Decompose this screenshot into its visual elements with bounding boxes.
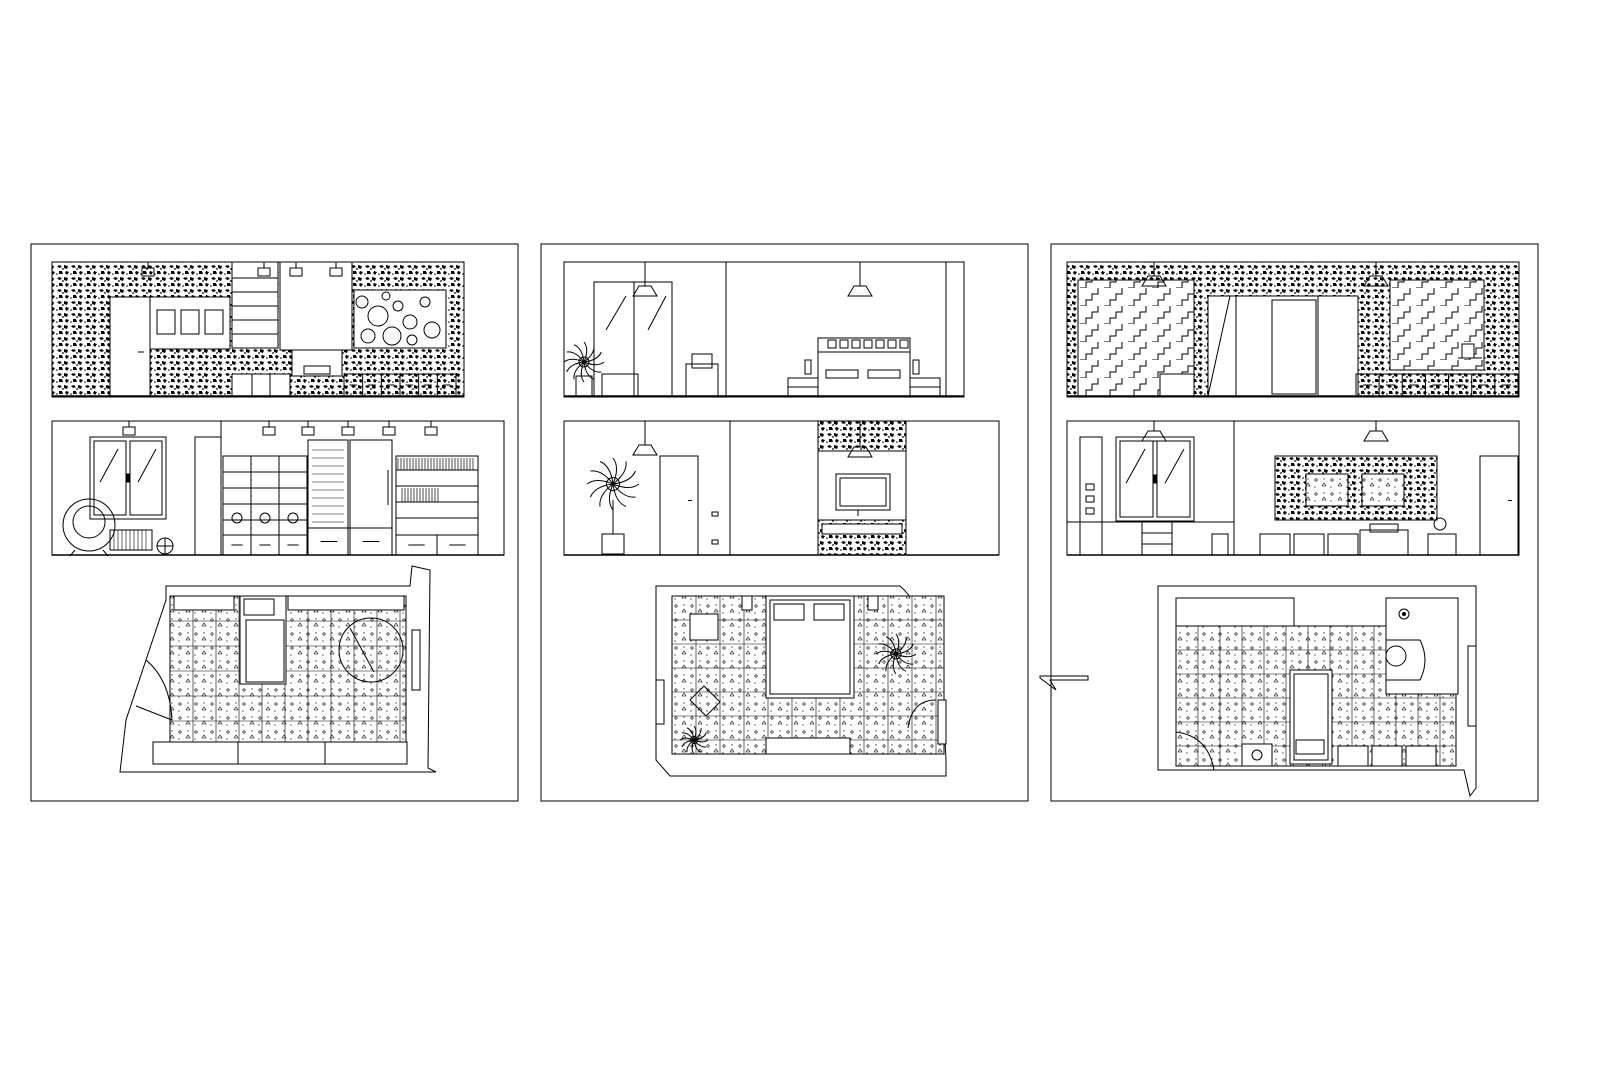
pendant-lamp-icon	[632, 421, 658, 456]
sheet-children-room	[51, 261, 505, 773]
bubble-decor-icon	[419, 296, 431, 308]
sheet-frame-children-room	[30, 243, 519, 802]
spotlight-icon	[262, 421, 276, 436]
bubble-decor-icon	[402, 314, 418, 330]
pendant-lamp-icon	[847, 421, 873, 458]
wall-elevation-b	[51, 420, 505, 557]
bubble-decor-icon	[367, 305, 389, 327]
pendant-lamp-icon	[632, 262, 658, 297]
plant-icon	[875, 633, 917, 675]
spotlight-icon	[382, 421, 396, 436]
floor-plan	[1157, 585, 1477, 798]
bubble-decor-icon	[355, 295, 369, 309]
bubble-decor-icon	[423, 321, 441, 339]
bubble-decor-icon	[360, 328, 376, 344]
sheet-guest-bedroom	[1066, 261, 1520, 798]
#fff	[119, 565, 437, 773]
wall-elevation-a	[1066, 261, 1520, 398]
section-arrow-icon	[1039, 675, 1089, 691]
floor-plan	[119, 565, 437, 773]
spotlight-icon	[122, 421, 136, 436]
cabinet-row	[343, 373, 457, 397]
pendant-lamp-icon	[1141, 262, 1167, 287]
hanging-chair-icon	[62, 498, 116, 552]
bubble-decor-icon	[392, 300, 404, 312]
floor-plan	[655, 585, 947, 777]
#fff	[1386, 639, 1426, 681]
bubble-decor-icon	[381, 291, 391, 301]
pendant-lamp-icon	[1363, 421, 1389, 442]
floor-tiles	[169, 595, 407, 763]
spotlight-icon	[141, 262, 155, 277]
spotlight-icon	[301, 421, 315, 436]
pendant-lamp-icon	[847, 262, 873, 297]
bubble-decor-icon	[382, 326, 402, 346]
potted-plant-icon	[563, 341, 605, 383]
wall-elevation-a	[563, 261, 965, 398]
window	[89, 436, 167, 520]
wall-elevation-b	[1066, 420, 1520, 556]
pendant-lamp-icon	[1141, 421, 1167, 442]
#000000	[1039, 675, 1089, 691]
pendant-lamp-icon	[1363, 262, 1389, 287]
spotlight-icon	[341, 421, 355, 436]
spotlight-icon	[257, 262, 271, 277]
spotlight-icon	[329, 262, 343, 277]
sheet-frames	[30, 243, 1539, 802]
spotlight-icon	[424, 421, 438, 436]
#fff	[1157, 585, 1477, 798]
tree-plant-icon	[586, 457, 640, 511]
#fff	[689, 685, 721, 717]
round-table-icon	[338, 617, 404, 683]
sheet-content	[51, 261, 1520, 798]
plant-icon	[679, 725, 709, 755]
wall-elevation-a	[51, 261, 465, 398]
wall-elevation-b	[563, 420, 1000, 556]
armchair-icon	[689, 613, 719, 641]
sheet-master-bedroom	[563, 261, 1000, 777]
sheet-frame-guest-bedroom	[1050, 243, 1539, 802]
sheet-frame-master-bedroom	[540, 243, 1029, 802]
window	[1115, 436, 1195, 522]
bubble-decor-icon	[406, 334, 418, 346]
spotlight-icon	[289, 262, 303, 277]
